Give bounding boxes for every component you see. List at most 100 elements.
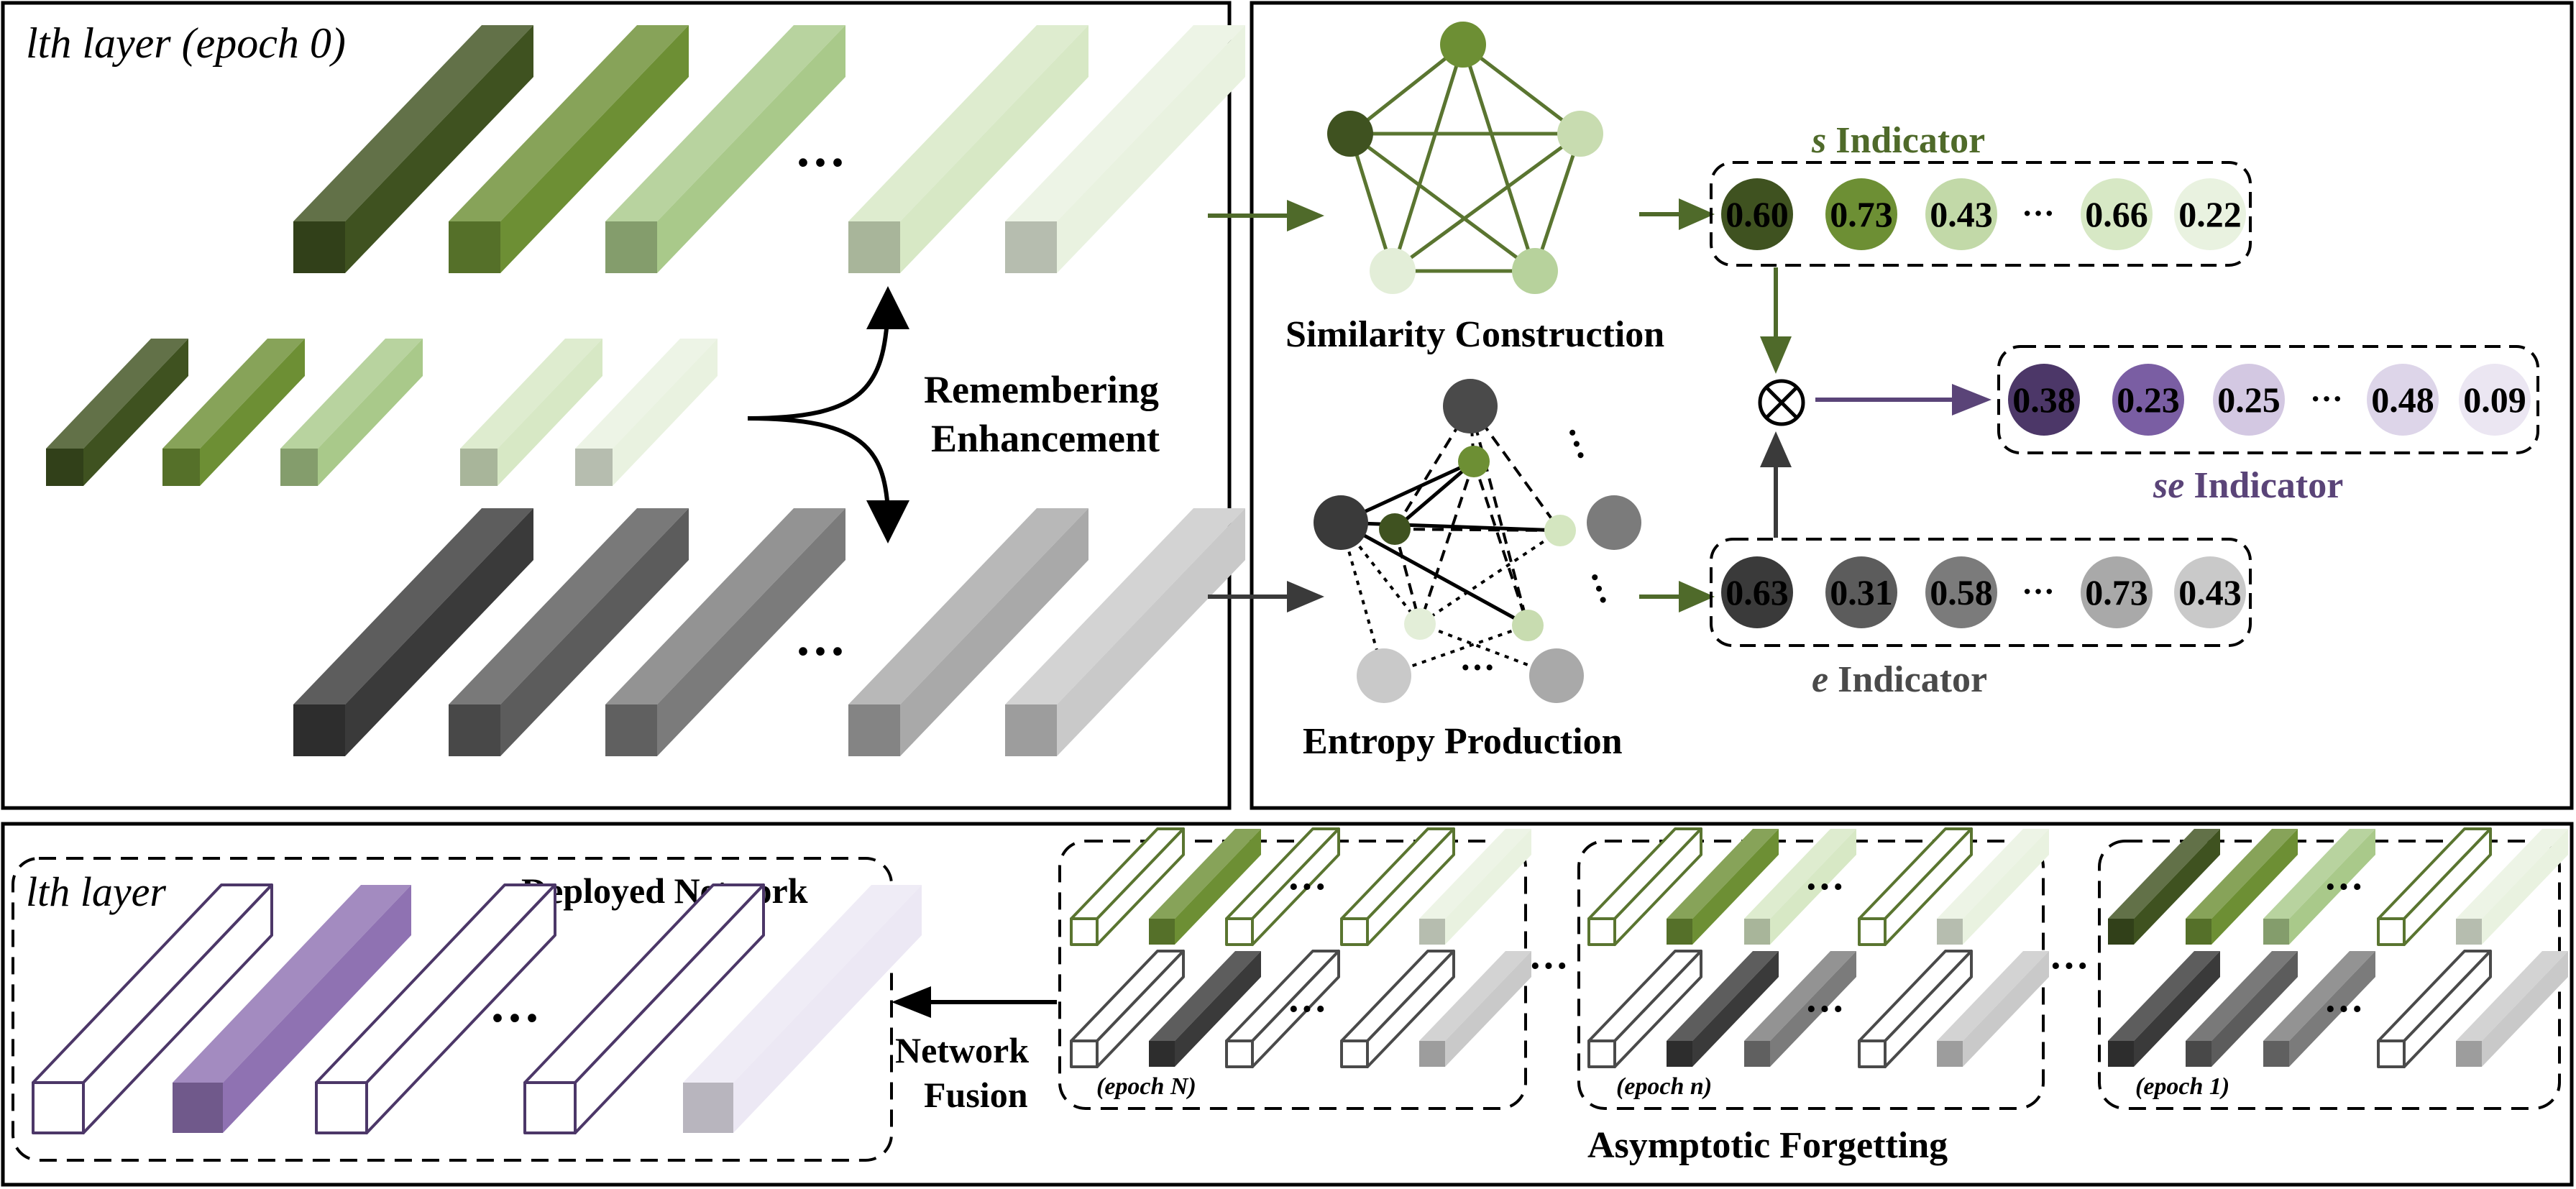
epoch-gap-ellipsis-2: ··· <box>2049 944 2089 988</box>
epoch-1-gray-ellipsis: ··· <box>1287 987 1327 1032</box>
e-indicator-value-3: 0.58 <box>1930 572 1993 612</box>
epoch-2-gray-bar-1 <box>1587 950 1702 1068</box>
similarity-graph <box>1348 43 1582 273</box>
arrow-e-to-multiply-head <box>1760 431 1792 467</box>
se-indicator-value-3: 0.25 <box>2217 380 2281 420</box>
gray-bar-4 <box>848 508 1088 756</box>
epoch-3-green-bar-4 <box>2377 827 2492 946</box>
se-indicator-value-circle-3 <box>2213 364 2285 436</box>
ellipsis-gray-row: ··· <box>794 623 846 680</box>
deployed-bar-4 <box>523 883 765 1134</box>
se-indicator-value-1: 0.38 <box>2012 380 2076 420</box>
gray-bar-3 <box>605 508 845 756</box>
panel-top-right <box>1250 1 2574 810</box>
epoch-1-green-bar-3 <box>1225 827 1340 946</box>
se-indicator-value-4: 0.48 <box>2371 380 2434 420</box>
s-indicator-value-circle-4 <box>2081 178 2153 250</box>
e-indicator-title: e Indicator <box>1812 659 1987 700</box>
epoch-3-green-bar-3 <box>2263 829 2375 945</box>
s-indicator-value-2: 0.73 <box>1830 194 1893 234</box>
entropy-node-bottom-right <box>1529 648 1584 703</box>
epoch-3-gray-bar-3 <box>2263 951 2375 1067</box>
se-indicator-value-circle-4 <box>2367 364 2439 436</box>
ellipsis-top-row: ··· <box>794 134 846 191</box>
epoch-3-gray-bar-5 <box>2456 951 2568 1067</box>
gray-bar-5 <box>1005 508 1245 756</box>
epoch-1-gray-bar-4 <box>1340 950 1455 1068</box>
entropy-node-left <box>1314 495 1368 550</box>
entropy-node-top <box>1443 379 1498 433</box>
epoch-2-green-bar-2 <box>1667 829 1779 945</box>
entropy-inner-node-2 <box>1379 513 1411 545</box>
s-indicator-box <box>1710 161 2252 267</box>
e-indicator-value-4: 0.73 <box>2085 572 2148 612</box>
se-indicator-value-circle-5 <box>2459 364 2531 436</box>
epoch-1-green-bar-2 <box>1149 829 1261 945</box>
green-bar-top-2 <box>449 25 689 273</box>
epoch-3-green-bar-5 <box>2456 829 2568 945</box>
deployed-bar-5 <box>683 885 922 1133</box>
fusion-label-network: Network <box>895 1030 1029 1070</box>
similarity-node-right <box>1557 111 1603 157</box>
split-arrowhead-up <box>866 286 909 329</box>
entropy-inner-node-3 <box>1544 515 1576 546</box>
epoch-3-gray-bar-2 <box>2186 951 2298 1067</box>
similarity-node-top <box>1440 22 1486 68</box>
s-indicator-value-circle-5 <box>2174 178 2246 250</box>
green-bar-middle-2 <box>162 339 305 486</box>
e-indicator-value-1: 0.63 <box>1725 572 1789 612</box>
split-connector-down <box>747 416 890 511</box>
s-indicator-value-circle-1 <box>1721 178 1793 250</box>
green-bar-row-middle <box>46 339 718 486</box>
arrow-fusion-head <box>891 986 931 1018</box>
se-indicator-ellipsis: ··· <box>2310 380 2343 417</box>
epoch-1-green-bar-4 <box>1340 827 1455 946</box>
similarity-node-bottom-right <box>1512 248 1558 294</box>
epoch-2-gray-bar-3 <box>1744 951 1856 1067</box>
multiply-operator <box>1758 379 1805 426</box>
arrow-to-entropy-head <box>1287 581 1324 612</box>
arrow-to-e-indicator-head <box>1679 581 1715 612</box>
e-indicator-value-circle-4 <box>2081 556 2153 628</box>
e-indicator-value-circle-3 <box>1925 556 1997 628</box>
epoch-label-N: (epoch N) <box>1096 1073 1196 1100</box>
green-bar-middle-1 <box>46 339 188 486</box>
arrow-to-similarity-head <box>1287 200 1324 231</box>
se-indicator-values: 0.38 0.23 0.25 0.48 0.09 ··· <box>2008 364 2531 436</box>
e-indicator-value-circle-2 <box>1825 556 1897 628</box>
green-bar-top-4 <box>848 25 1088 273</box>
epoch-2-green-bar-1 <box>1587 827 1702 946</box>
entropy-inner-node-1 <box>1458 446 1490 477</box>
arrow-to-s-indicator-head <box>1679 198 1715 230</box>
split-arrowhead-down <box>866 500 909 543</box>
entropy-ellipsis-bottom: ··· <box>1459 647 1495 687</box>
epoch-3-gray-bar-4 <box>2377 950 2492 1068</box>
deployed-bar-1 <box>32 883 273 1134</box>
deployed-ellipsis: ··· <box>489 989 541 1047</box>
se-indicator-value-5: 0.09 <box>2463 380 2526 420</box>
se-indicator-value-2: 0.23 <box>2117 380 2180 420</box>
se-indicator-box <box>1997 345 2539 454</box>
split-connector <box>747 308 890 421</box>
deployed-bar-3 <box>315 883 556 1134</box>
entropy-inner-node-5 <box>1512 610 1544 641</box>
green-bar-row-top <box>293 25 1245 273</box>
s-indicator-value-1: 0.60 <box>1725 194 1789 234</box>
epoch-label-n: (epoch n) <box>1616 1073 1712 1100</box>
deployed-network-box <box>12 857 893 1162</box>
epoch-bar-rows: ·················· <box>1070 827 2568 1068</box>
e-indicator-ellipsis: ··· <box>2022 573 2055 610</box>
entropy-node-bottom-left <box>1357 648 1411 703</box>
epoch-3-green-bar-1 <box>2108 829 2220 945</box>
e-indicator-value-2: 0.31 <box>1830 572 1893 612</box>
epoch-1-gray-bar-3 <box>1225 950 1340 1068</box>
epoch-3-green-ellipsis: ··· <box>2324 865 2364 909</box>
green-bar-middle-5 <box>575 339 718 486</box>
deployed-bar-2 <box>173 885 411 1133</box>
s-indicator-ellipsis: ··· <box>2022 195 2055 231</box>
entropy-ellipsis-top: ··· <box>1551 420 1602 467</box>
entropy-inner-node-4 <box>1404 608 1436 640</box>
epoch-2-gray-bar-2 <box>1667 951 1779 1067</box>
